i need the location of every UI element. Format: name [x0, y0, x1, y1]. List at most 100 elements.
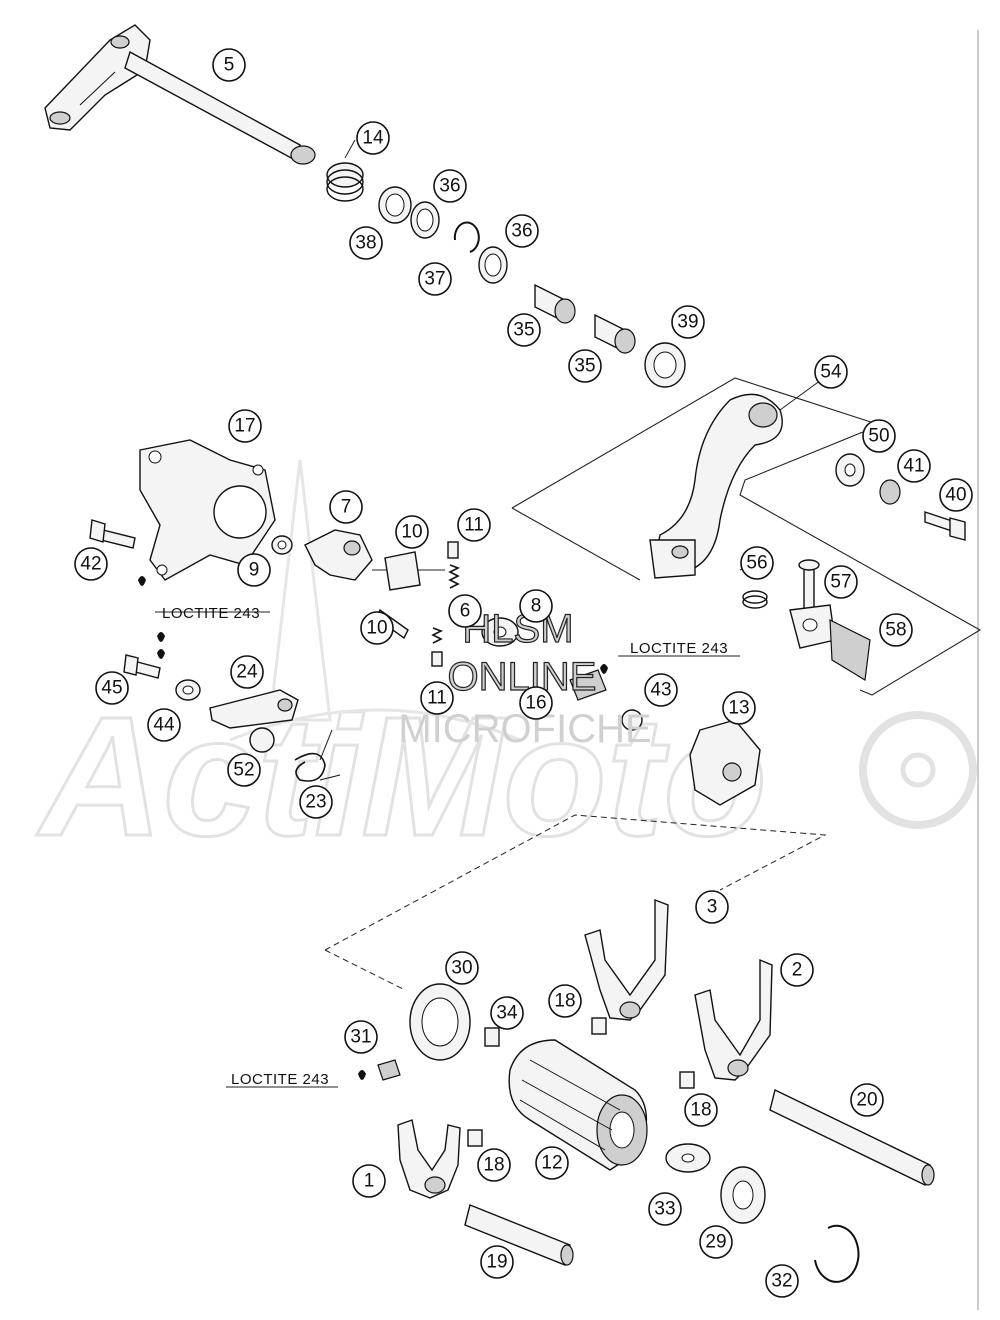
svg-text:18: 18 — [483, 1155, 504, 1176]
callout-39: 39 — [671, 305, 705, 339]
svg-text:50: 50 — [868, 426, 889, 447]
svg-text:14: 14 — [362, 128, 384, 149]
svg-text:13: 13 — [728, 698, 749, 719]
washer-43 — [621, 709, 643, 731]
spring-23 — [294, 729, 341, 782]
callout-2: 2 — [780, 953, 814, 987]
svg-text:35: 35 — [513, 320, 534, 341]
callout-38: 38 — [349, 226, 383, 260]
callout-52: 52 — [227, 753, 261, 787]
shift-fork-2 — [694, 958, 773, 1081]
svg-text:34: 34 — [496, 1003, 518, 1024]
callout-45: 45 — [95, 671, 129, 705]
seal-ring-39 — [644, 342, 686, 388]
callout-16: 16 — [519, 686, 553, 720]
svg-text:18: 18 — [554, 991, 575, 1012]
svg-text:8: 8 — [531, 596, 542, 617]
callout-12: 12 — [535, 1146, 569, 1180]
bearing-29 — [720, 1166, 766, 1224]
callout-20: 20 — [850, 1083, 884, 1117]
callout-40: 40 — [939, 478, 973, 512]
shift-drum-locator-13 — [689, 719, 761, 806]
spring-56 — [742, 590, 768, 609]
circlip-37 — [453, 221, 480, 253]
roller-52 — [249, 727, 275, 753]
svg-text:11: 11 — [464, 515, 484, 536]
callout-19: 19 — [480, 1245, 514, 1279]
callout-13: 13 — [722, 691, 756, 725]
svg-text:16: 16 — [525, 693, 546, 714]
locking-lever-24 — [209, 689, 299, 729]
svg-text:12: 12 — [541, 1153, 562, 1174]
svg-text:42: 42 — [80, 554, 101, 575]
shift-lever-frame — [511, 377, 982, 696]
svg-text:17: 17 — [234, 416, 255, 437]
callout-11-a: 11 — [457, 508, 491, 542]
callout-36-b: 36 — [505, 214, 539, 248]
pin-18-c — [467, 1129, 483, 1147]
callout-33: 33 — [648, 1192, 682, 1226]
callout-8: 8 — [519, 589, 553, 623]
svg-text:23: 23 — [305, 792, 326, 813]
spring-6-a — [448, 564, 460, 589]
svg-text:10: 10 — [401, 522, 422, 543]
svg-text:31: 31 — [350, 1027, 371, 1048]
shift-lever-part — [649, 393, 783, 579]
svg-text:36: 36 — [511, 221, 532, 242]
callout-6: 6 — [448, 594, 482, 628]
svg-text:35: 35 — [574, 356, 595, 377]
callout-18-a: 18 — [548, 984, 582, 1018]
lock-washer-41 — [879, 479, 901, 505]
svg-text:41: 41 — [903, 456, 924, 477]
callout-29: 29 — [699, 1225, 733, 1259]
callout-37: 37 — [418, 262, 452, 296]
svg-text:44: 44 — [153, 715, 175, 736]
svg-text:5: 5 — [224, 55, 235, 76]
shaft-20 — [769, 1088, 935, 1187]
screw-16 — [569, 669, 607, 701]
svg-text:40: 40 — [945, 485, 966, 506]
loctite-label-3: LOCTITE 243 — [231, 1071, 329, 1088]
shift-pawl-7 — [304, 529, 373, 581]
svg-text:LOCTITE 243: LOCTITE 243 — [630, 640, 728, 657]
callout-23: 23 — [299, 785, 333, 819]
callout-18-c: 18 — [477, 1148, 511, 1182]
svg-text:45: 45 — [101, 678, 122, 699]
callout-41: 41 — [897, 449, 931, 483]
callout-7: 7 — [329, 490, 363, 524]
loctite-drop-1 — [138, 576, 146, 586]
pawl-part-10-a — [384, 551, 421, 591]
watermark-line-2: ONLINE — [448, 655, 597, 699]
svg-text:38: 38 — [355, 233, 376, 254]
shift-tip-58 — [789, 604, 871, 681]
svg-text:52: 52 — [233, 760, 254, 781]
svg-text:6: 6 — [460, 601, 471, 622]
svg-text:39: 39 — [677, 312, 698, 333]
callout-17: 17 — [228, 409, 262, 443]
shaft-19 — [464, 1204, 574, 1266]
dashed-assembly-outline — [324, 814, 827, 991]
bearing-30 — [409, 983, 471, 1061]
svg-text:57: 57 — [830, 572, 851, 593]
svg-text:20: 20 — [856, 1090, 877, 1111]
callout-32: 32 — [765, 1264, 799, 1298]
callout-35-a: 35 — [507, 313, 541, 347]
loctite-label-2: LOCTITE 243 — [630, 640, 728, 657]
loctite-drop-4 — [600, 664, 608, 674]
svg-text:36: 36 — [439, 176, 460, 197]
callout-42: 42 — [74, 547, 108, 581]
svg-text:54: 54 — [820, 362, 842, 383]
svg-text:3: 3 — [707, 897, 718, 918]
loctite-drop-5 — [358, 1070, 366, 1080]
pin-18-b — [679, 1071, 695, 1089]
callout-57: 57 — [824, 565, 858, 599]
svg-text:56: 56 — [746, 553, 767, 574]
callout-1: 1 — [352, 1164, 386, 1198]
svg-text:24: 24 — [236, 662, 258, 683]
svg-text:29: 29 — [705, 1232, 726, 1253]
svg-text:1: 1 — [364, 1171, 375, 1192]
callout-10-b: 10 — [360, 611, 394, 645]
pin-34 — [484, 1027, 500, 1047]
